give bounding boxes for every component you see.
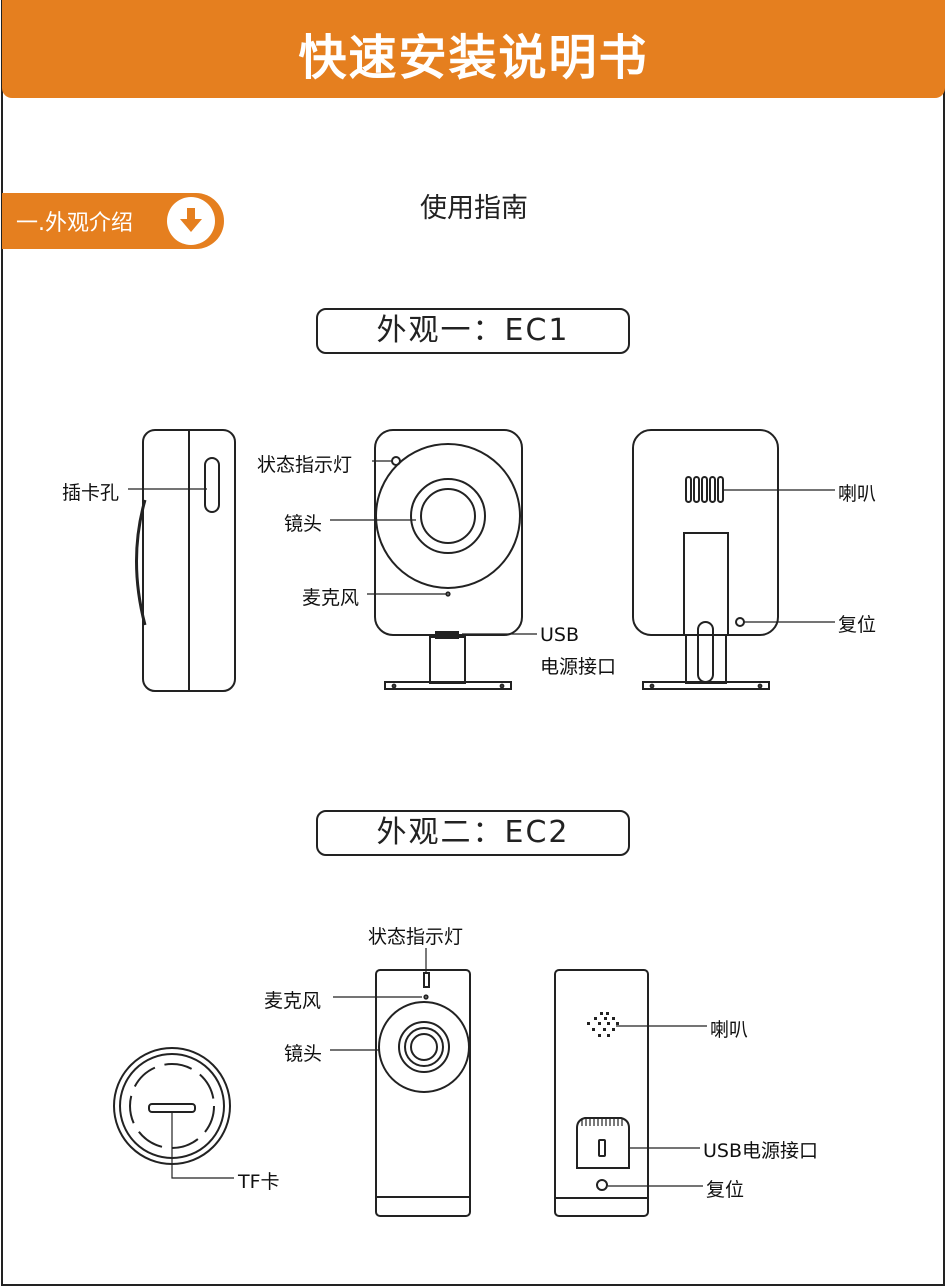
tf-card-slot	[148, 1103, 196, 1113]
ec1-speaker-label: 喇叭	[838, 483, 877, 505]
arrow-down-icon	[167, 197, 215, 245]
ec2-title: 外观二：EC2	[316, 810, 630, 856]
status-light	[391, 456, 401, 466]
ec2-front-view	[330, 948, 471, 1217]
ec1-side-view	[128, 429, 236, 692]
card-slot	[204, 457, 220, 513]
ec2-microphone-label: 麦克风	[264, 990, 322, 1012]
ec2-speaker-label: 喇叭	[710, 1019, 749, 1041]
reset-hole	[596, 1179, 608, 1191]
ec2-tf-card-label: TF卡	[238, 1171, 280, 1193]
ec1-back-view	[632, 429, 835, 690]
ec1-front-view	[330, 429, 537, 690]
page-title: 快速安装说明书	[298, 30, 649, 86]
ec1-title: 外观一：EC1	[316, 308, 630, 354]
ec1-usb-label: USB	[540, 624, 580, 646]
ec1-card-slot-label: 插卡孔	[62, 482, 120, 504]
ec2-round-view	[113, 1047, 234, 1179]
usb-port	[598, 1139, 606, 1157]
reset-hole	[735, 617, 745, 627]
ec1-status-light-label: 状态指示灯	[257, 454, 353, 476]
ec1-usb-power-label: 电源接口	[540, 656, 617, 678]
speaker-dots	[587, 1012, 619, 1037]
ec1-lens-label: 镜头	[284, 513, 323, 535]
ec2-reset-label: 复位	[706, 1179, 745, 1201]
ec2-usb-power-label: USB电源接口	[703, 1140, 819, 1162]
ec2-back-view	[554, 969, 707, 1217]
header-banner: 快速安装说明书	[2, 0, 945, 98]
ec2-lens-label: 镜头	[284, 1043, 323, 1065]
ec2-status-light-label: 状态指示灯	[368, 926, 464, 948]
ec1-microphone-label: 麦克风	[302, 587, 360, 609]
guide-title: 使用指南	[420, 193, 528, 224]
section-label: 一.外观介绍	[16, 211, 133, 236]
section-tab: 一.外观介绍	[2, 193, 224, 249]
ec1-reset-label: 复位	[838, 614, 877, 636]
